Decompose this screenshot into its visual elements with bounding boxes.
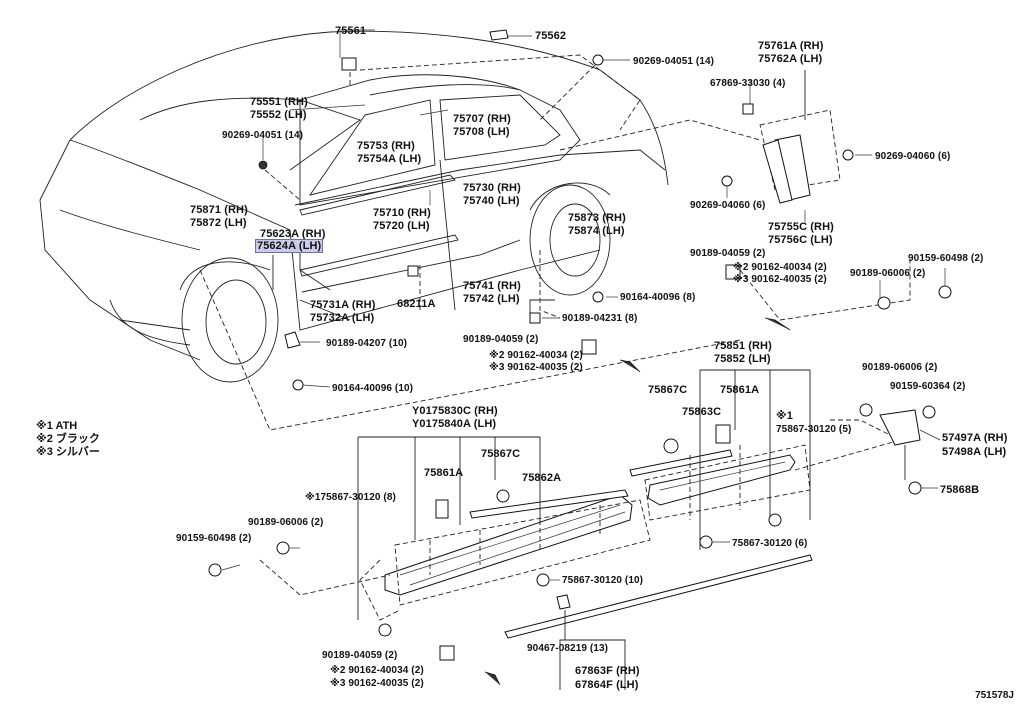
label-90269-04060-right: 90269-04060 (6) — [875, 151, 951, 162]
label-90189-06006-right: 90189-06006 (2) — [850, 268, 926, 279]
legend-item-3: ※3 シルバー — [36, 446, 100, 458]
label-75867-30120-10: 75867-30120 (10) — [562, 575, 644, 586]
label-75756c: 75756C (LH) — [768, 234, 833, 246]
label-75561: 75561 — [335, 25, 367, 37]
label-68211a: 68211A — [397, 298, 436, 310]
label-75707: 75707 (RH) — [453, 113, 511, 125]
label-75708: 75708 (LH) — [453, 126, 510, 138]
car-body — [39, 30, 669, 383]
label-75863c: 75863C — [682, 406, 722, 418]
label-y0175840a: Y0175840A (LH) — [412, 418, 497, 430]
label-75710: 75710 (RH) — [373, 207, 431, 219]
label-75731a: 75731A (RH) — [310, 299, 376, 311]
label-75624a-highlighted[interactable]: 75624A (LH) — [254, 239, 324, 253]
label-67869: 67869-33030 (4) — [710, 78, 786, 89]
label-75753: 75753 (RH) — [357, 140, 415, 152]
label-75730: 75730 (RH) — [463, 182, 521, 194]
label-90159-60498-left: 90159-60498 (2) — [176, 533, 252, 544]
label-75862a: 75862A — [522, 472, 562, 484]
label-75740: 75740 (LH) — [463, 195, 520, 207]
label-note-1: ※1 — [776, 410, 794, 422]
label-57497a: 57497A (RH) — [942, 432, 1008, 444]
footnote-legend: ※1 ATH ※2 ブラック ※3 シルバー — [36, 420, 100, 459]
label-90162-40034-upper: ※2 90162-40034 (2) — [733, 262, 827, 273]
label-75852: 75852 (LH) — [714, 353, 771, 365]
fasteners — [208, 29, 952, 686]
lower-leader-lines — [259, 70, 906, 690]
legend-item-2: ※2 ブラック — [36, 433, 100, 445]
label-75873: 75873 (RH) — [568, 212, 626, 224]
label-90189-04059-mid: 90189-04059 (2) — [463, 334, 539, 345]
label-75867-30120-6: 75867-30120 (6) — [732, 538, 808, 549]
label-75867-30120-5: 75867-30120 (5) — [776, 424, 852, 435]
label-75552: 75552 (LH) — [250, 109, 307, 121]
label-90189-04231: 90189-04231 (8) — [562, 313, 638, 324]
label-90189-06006-left: 90189-06006 (2) — [248, 517, 324, 528]
label-75732a: 75732A (LH) — [310, 312, 375, 324]
diagram-reference-code: 751578J — [975, 690, 1014, 701]
label-75851: 75851 (RH) — [714, 340, 772, 352]
label-90159-60498-right: 90159-60498 (2) — [908, 253, 984, 264]
label-connectors — [221, 29, 946, 581]
label-90189-04059-upper: 90189-04059 (2) — [690, 248, 766, 259]
label-90189-06006-far-right: 90189-06006 (2) — [862, 362, 938, 373]
label-90269-04051-left: 90269-04051 (14) — [222, 130, 304, 141]
label-67864f: 67864F (LH) — [575, 679, 639, 691]
legend-item-1: ※1 ATH — [36, 420, 78, 432]
label-75623a: 75623A (RH) — [260, 228, 326, 240]
label-90162-40035-upper: ※3 90162-40035 (2) — [733, 274, 827, 285]
label-75867c-right: 75867C — [648, 384, 688, 396]
label-75861a-left: 75861A — [424, 467, 464, 479]
label-90269-04051-top: 90269-04051 (14) — [633, 56, 715, 67]
label-67863f: 67863F (RH) — [575, 665, 640, 677]
label-75761a: 75761A (RH) — [758, 40, 824, 52]
label-90159-60364: 90159-60364 (2) — [890, 381, 966, 392]
label-90269-04060-left: 90269-04060 (6) — [690, 200, 766, 211]
label-75874: 75874 (LH) — [568, 225, 625, 237]
label-75871: 75871 (RH) — [190, 204, 248, 216]
label-75720: 75720 (LH) — [373, 220, 430, 232]
label-90162-40034-mid: ※2 90162-40034 (2) — [489, 350, 583, 361]
label-90189-04059-bottom: 90189-04059 (2) — [322, 650, 398, 661]
label-90189-04207: 90189-04207 (10) — [326, 338, 408, 349]
label-75754a: 75754A (LH) — [357, 153, 422, 165]
label-90162-40035-mid: ※3 90162-40035 (2) — [489, 362, 583, 373]
label-75742: 75742 (LH) — [463, 293, 520, 305]
label-90162-40034-bottom: ※2 90162-40034 (2) — [330, 665, 424, 676]
label-75741: 75741 (RH) — [463, 280, 521, 292]
label-90164-40096-10: 90164-40096 (10) — [332, 383, 414, 394]
upper-dashed-guides — [199, 54, 911, 431]
label-90467-08219: 90467-08219 (13) — [527, 643, 609, 654]
label-y0175830c: Y0175830C (RH) — [412, 405, 498, 417]
label-75868b: 75868B — [940, 484, 980, 496]
label-90164-40096-8: 90164-40096 (8) — [620, 292, 696, 303]
label-90162-40035-bottom: ※3 90162-40035 (2) — [330, 678, 424, 689]
label-57498a: 57498A (LH) — [942, 446, 1007, 458]
label-75755c: 75755C (RH) — [768, 221, 834, 233]
label-75762a: 75762A (LH) — [758, 53, 823, 65]
label-75867c-left: 75867C — [481, 448, 521, 460]
rocker-panel-assembly — [359, 444, 813, 639]
label-75867-30120-8: ※175867-30120 (8) — [305, 492, 396, 503]
label-75562: 75562 — [535, 30, 567, 42]
label-75872: 75872 (LH) — [190, 217, 247, 229]
label-75551: 75551 (RH) — [250, 96, 308, 108]
label-75861a-right: 75861A — [720, 384, 760, 396]
